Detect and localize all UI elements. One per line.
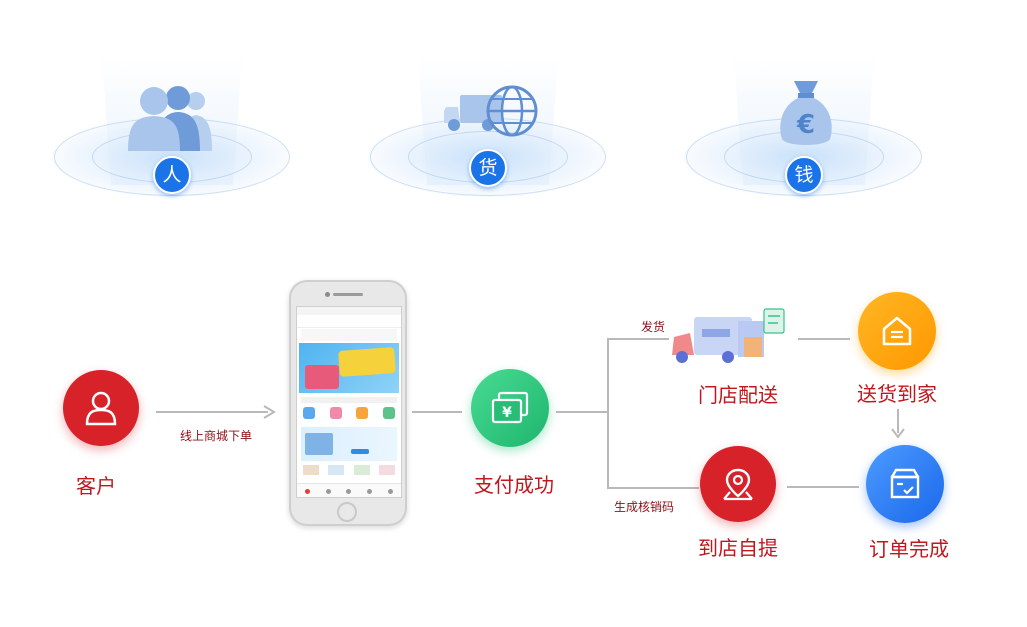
- camera: [325, 292, 330, 297]
- connector-line: [556, 411, 608, 413]
- store-pickup-node: [700, 446, 776, 522]
- connector-line: [412, 411, 462, 413]
- banner-products: [305, 365, 339, 389]
- payment-node: ¥: [471, 369, 549, 447]
- user-icon: [85, 391, 117, 426]
- connector-line: [787, 486, 859, 488]
- customer-node: [63, 370, 139, 446]
- ship-label: 发货: [641, 320, 666, 334]
- tab-bar: [297, 483, 401, 497]
- pillar-people: 人: [52, 55, 292, 235]
- badge-people: 人: [153, 156, 191, 194]
- home-delivery-label: 送货到家: [857, 382, 937, 406]
- truck-globe-icon: [444, 85, 538, 137]
- store-delivery-label: 门店配送: [698, 383, 778, 407]
- phone-mockup: [289, 280, 407, 526]
- store-pickup-label: 到店自提: [698, 536, 778, 560]
- map-pin-icon: [723, 468, 753, 501]
- payment-label: 支付成功: [474, 473, 554, 497]
- delivery-truck-illustration: [672, 308, 785, 363]
- payment-yen-icon: ¥: [491, 391, 529, 424]
- arrow-right-icon: [263, 405, 276, 419]
- connector-line: [607, 487, 699, 489]
- badge-goods: 货: [469, 149, 507, 187]
- order-complete-label: 订单完成: [869, 537, 949, 561]
- badge-money: 钱: [785, 156, 823, 194]
- order-complete-node: [866, 445, 944, 523]
- phone-screen: [296, 306, 402, 498]
- connector-line: [156, 411, 268, 413]
- online-order-label: 线上商城下单: [180, 429, 253, 443]
- svg-text:¥: ¥: [502, 405, 512, 421]
- home-button: [337, 502, 357, 522]
- verify-code-label: 生成核销码: [614, 500, 675, 514]
- status-bar: [297, 307, 401, 315]
- speaker: [333, 293, 363, 296]
- app-header: [297, 315, 401, 328]
- promo-product: [305, 433, 333, 455]
- box-check-icon: [890, 468, 920, 499]
- arrow-down-icon: [891, 428, 905, 439]
- home-delivery-node: [858, 292, 936, 370]
- connector-line: [607, 338, 669, 340]
- category-icons: [303, 407, 395, 421]
- branch-vertical-line: [607, 338, 609, 488]
- notice-bar: [301, 397, 397, 403]
- shop-info: [301, 329, 397, 341]
- pillar-goods: 货: [368, 55, 608, 235]
- connector-line: [798, 338, 850, 340]
- promo-card: [301, 427, 397, 461]
- banner-text: [338, 347, 396, 377]
- banner: [299, 343, 399, 393]
- customer-label: 客户: [76, 474, 116, 498]
- people-icon: [128, 86, 212, 151]
- product-row: [303, 465, 395, 477]
- pillar-money: € 钱: [684, 55, 924, 235]
- connector-line: [897, 409, 899, 433]
- promo-button: [351, 449, 369, 454]
- money-bag-euro-icon: €: [780, 81, 832, 145]
- svg-text:€: €: [796, 110, 815, 140]
- home-icon: [882, 316, 912, 346]
